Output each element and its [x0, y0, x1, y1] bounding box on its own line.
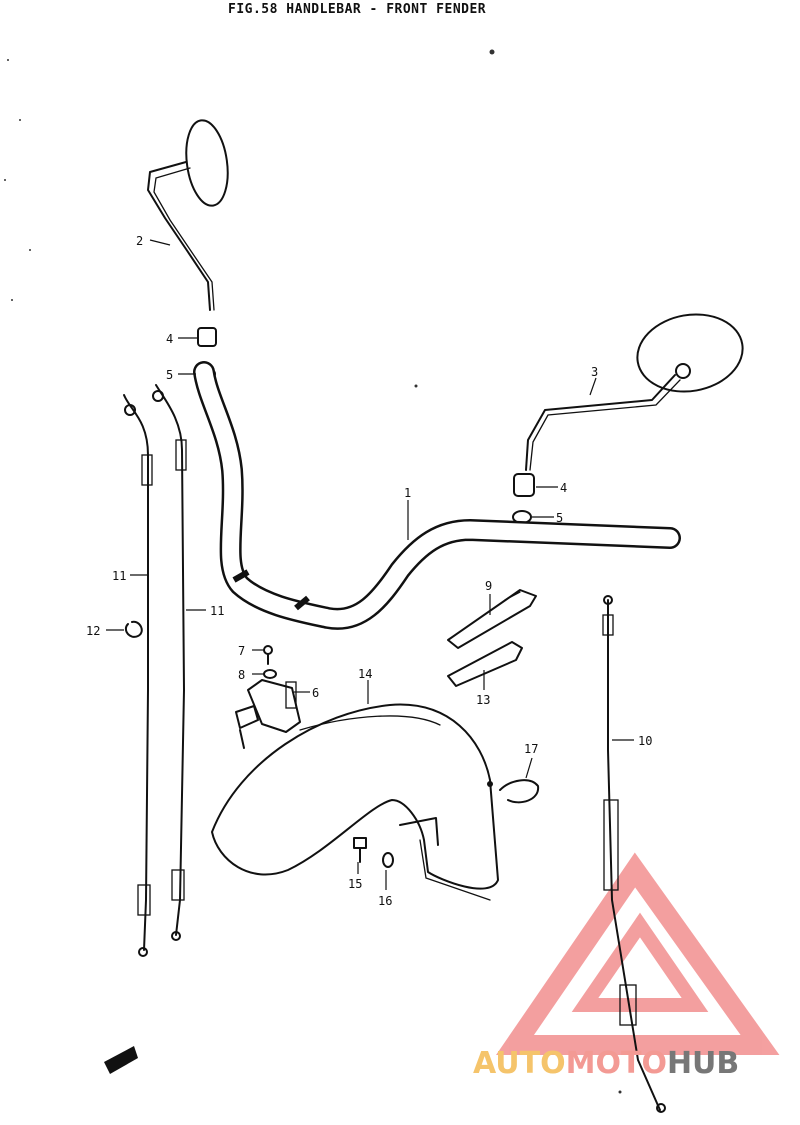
callout-10: 10	[638, 734, 652, 748]
clamp-9	[447, 589, 537, 649]
callout-14: 14	[358, 667, 372, 681]
callout-11-left: 11	[112, 569, 126, 583]
figure-title: FIG.58 HANDLEBAR - FRONT FENDER	[228, 2, 487, 17]
handlebar	[193, 361, 681, 630]
right-mirror	[512, 313, 744, 524]
clamp-13	[447, 641, 523, 687]
bolt-15	[353, 837, 367, 863]
lever-bracket-6	[235, 645, 301, 749]
watermark-text: AUTOMOTOHUB	[473, 1046, 739, 1081]
front-fender	[211, 703, 540, 901]
callout-2: 2	[136, 234, 143, 248]
cable-11-right	[152, 384, 187, 941]
callout-4-left: 4	[166, 332, 173, 346]
callout-13: 13	[476, 693, 490, 707]
washer-16	[382, 852, 394, 868]
callout-15: 15	[348, 877, 362, 891]
svg-text:AUTOMOTOHUB: AUTOMOTOHUB	[473, 1046, 739, 1081]
callouts: 2 4 5 3 4 5 1 11 11 12 7 8 6 14 9 13 17 …	[86, 234, 652, 908]
left-mirror	[147, 119, 229, 381]
callout-6: 6	[312, 686, 319, 700]
leader-lines	[106, 239, 634, 890]
clamp-12	[124, 620, 143, 638]
cable-10	[602, 595, 666, 1113]
watermark-auto: AUTO	[473, 1046, 566, 1081]
cable-11-left	[123, 394, 153, 957]
callout-17: 17	[524, 742, 538, 756]
adjuster-4-left	[197, 327, 217, 347]
callout-7: 7	[238, 644, 245, 658]
callout-5-right: 5	[556, 511, 563, 525]
callout-16: 16	[378, 894, 392, 908]
bolt-17	[499, 779, 540, 804]
callout-12: 12	[86, 624, 100, 638]
washer-8	[263, 669, 277, 679]
watermark-hub: HUB	[667, 1046, 739, 1081]
callout-5-left: 5	[166, 368, 173, 382]
screw-7	[263, 645, 273, 655]
callout-4-right: 4	[560, 481, 567, 495]
callout-11-right: 11	[210, 604, 224, 618]
watermark-logo	[496, 852, 780, 1055]
callout-3: 3	[591, 365, 598, 379]
callout-1: 1	[404, 486, 411, 500]
corner-logo	[104, 1046, 138, 1074]
callout-9: 9	[485, 579, 492, 593]
watermark-moto: MOTO	[566, 1046, 667, 1081]
callout-8: 8	[238, 668, 245, 682]
scan-speckles	[4, 49, 622, 1094]
adjuster-4-right	[513, 473, 535, 497]
